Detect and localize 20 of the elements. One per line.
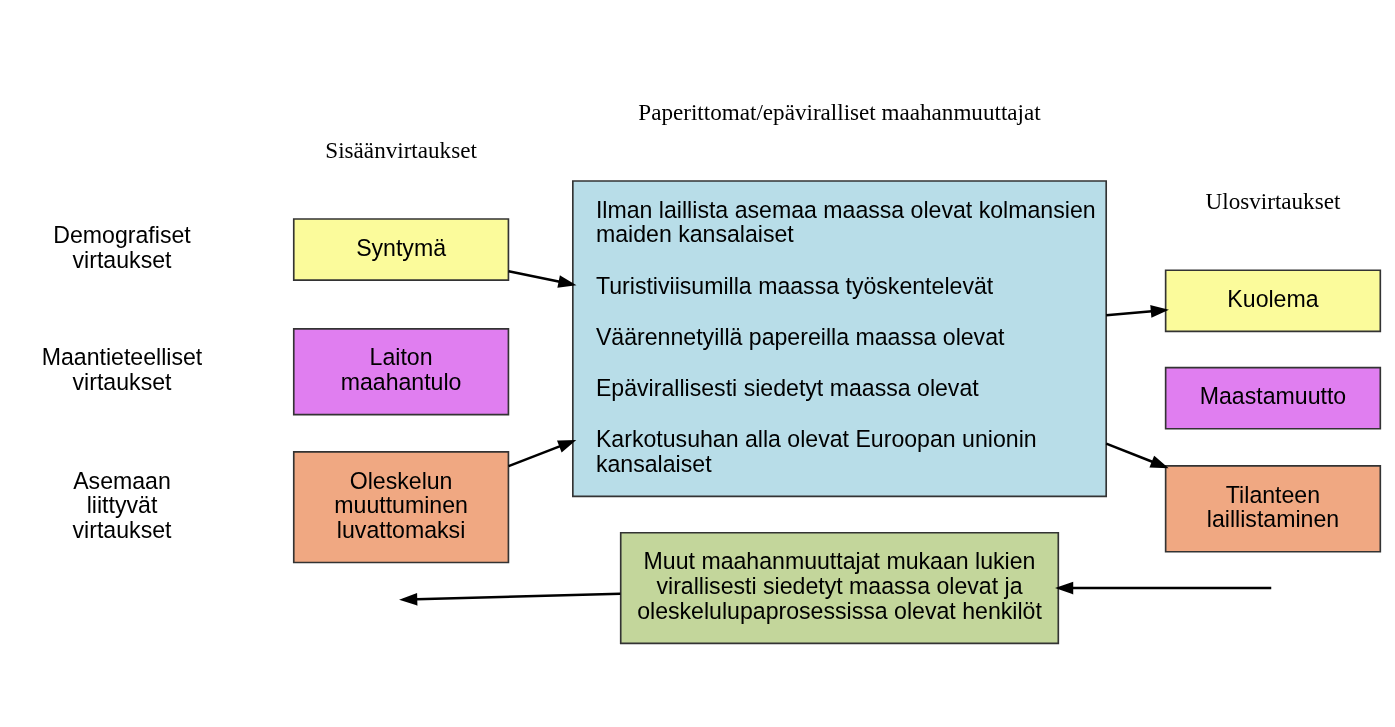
node-box: Muut maahanmuuttajat mukaan lukien virallisesti siedetyt maassa olevat ja oleskelulupaprosessissa olevat henkilöt [619,531,1060,645]
node-box: Ilman laillista asemaa maassa olevat kolmansien maiden kansalaiset Turistiviisumilla maassa työskentelevät Väärennetyillä papereilla maassa olevat Epävirallisesti siedetyt maassa olevat Karkotusuhan alla olevat Euroopan unionin kansalaiset [572,180,1108,498]
label: Asemaan liittyvät virtaukset [72,467,172,544]
label: Ulosvirtaukset [1205,188,1341,215]
arrow [1106,305,1169,318]
label: Maantieteelliset virtaukset [41,344,203,396]
label: Sisäänvirtaukset [325,137,477,164]
node-box: Maastamuutto [1164,366,1382,430]
arrow [1055,581,1272,595]
label: Demografiset virtaukset [53,222,191,274]
node-box: Syntymä [292,218,510,281]
label: Paperittomat/epäviralliset maahanmuuttajat [638,99,1041,126]
arrow [508,270,577,288]
arrow [508,440,577,468]
node-box: Tilanteen laillistaminen [1164,465,1382,553]
node-box: Kuolema [1164,269,1382,333]
node-box: Oleskelun muuttuminen luvattomaksi [292,451,510,564]
arrow [1105,442,1169,469]
arrow [399,592,621,606]
node-box: Laiton maahantulo [292,328,510,416]
